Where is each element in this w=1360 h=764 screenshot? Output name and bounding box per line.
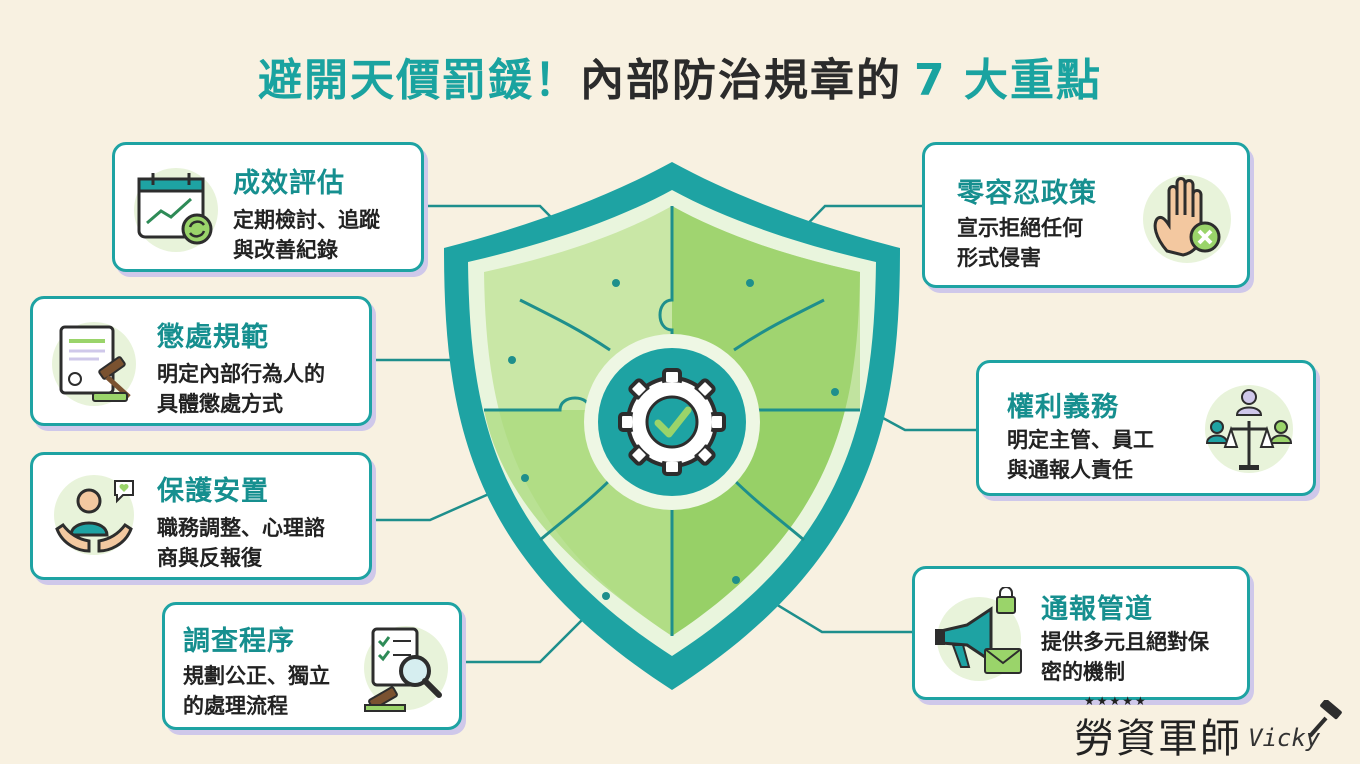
card-description: 職務調整、心理諮 商與反報復 — [157, 516, 325, 570]
brand-stars: ★★★★★ — [1084, 694, 1148, 708]
checklist-magnifier-icon — [361, 623, 451, 713]
people-scale-icon — [1201, 381, 1297, 477]
card-evaluation: 成效評估 定期檢討、追蹤 與改善紀錄 — [112, 142, 424, 272]
person-heart-hands-icon — [49, 473, 139, 563]
contract-gavel-icon — [49, 319, 139, 409]
card-description: 提供多元且絕對保 密的機制 — [1041, 630, 1209, 684]
card-discipline: 懲處規範 明定內部行為人的 具體懲處方式 — [30, 296, 372, 426]
card-title: 零容忍政策 — [957, 178, 1097, 209]
calendar-chart-icon — [131, 165, 221, 255]
card-description: 定期檢討、追蹤 與改善紀錄 — [233, 208, 380, 262]
card-zero-tolerance: 零容忍政策 宣示拒絕任何 形式侵害 — [922, 142, 1250, 288]
shield-gear-check-icon — [618, 368, 726, 476]
card-description: 明定主管、員工 與通報人責任 — [1007, 428, 1154, 482]
card-title: 通報管道 — [1041, 594, 1153, 625]
hand-stop-icon — [1139, 171, 1235, 267]
card-title: 成效評估 — [233, 168, 345, 199]
gavel-icon — [1306, 700, 1350, 744]
card-title: 保護安置 — [157, 476, 269, 507]
card-description: 規劃公正、獨立 的處理流程 — [183, 664, 330, 718]
shield — [444, 162, 900, 690]
card-protection: 保護安置 職務調整、心理諮 商與反報復 — [30, 452, 372, 580]
card-title: 懲處規範 — [157, 322, 269, 353]
megaphone-lock-icon — [931, 587, 1027, 683]
card-rights: 權利義務 明定主管、員工 與通報人責任 — [976, 360, 1316, 496]
card-title: 調查程序 — [183, 626, 295, 657]
card-investigation: 調查程序 規劃公正、獨立 的處理流程 — [162, 602, 462, 730]
card-title: 權利義務 — [1007, 392, 1119, 423]
brand-name: 勞資軍師 — [1074, 716, 1242, 762]
card-description: 宣示拒絕任何 形式侵害 — [957, 216, 1083, 270]
card-description: 明定內部行為人的 具體懲處方式 — [157, 362, 325, 416]
brand-subtitle: Vicky — [1248, 724, 1321, 752]
card-reporting: 通報管道 提供多元且絕對保 密的機制 — [912, 566, 1250, 700]
